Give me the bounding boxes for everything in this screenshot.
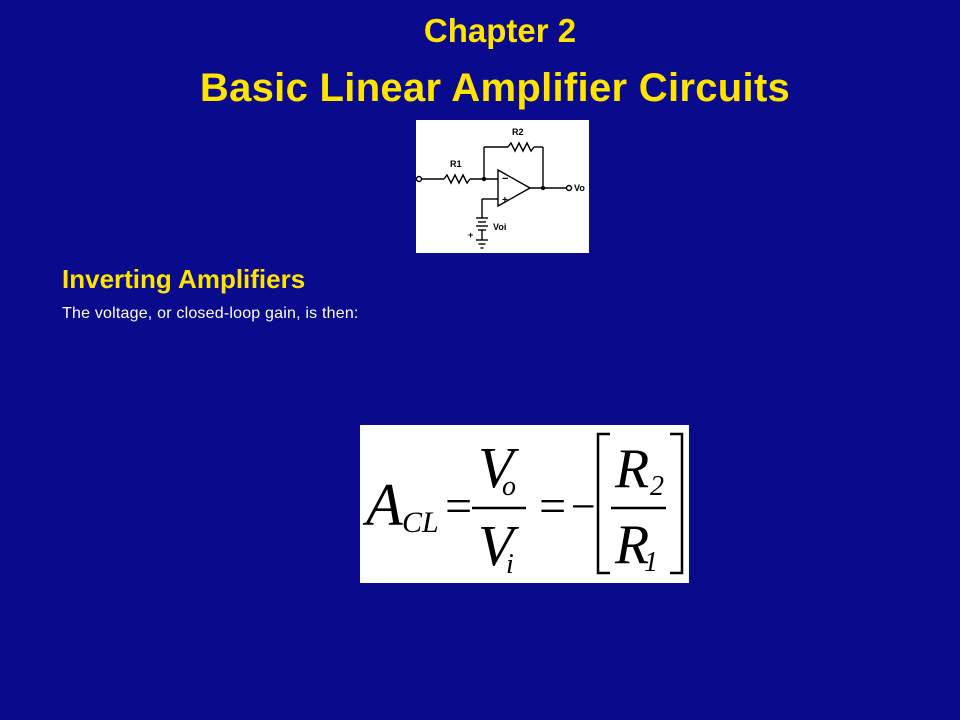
- formula-svg: A CL = V o V i = − R 2 R 1: [362, 432, 684, 580]
- vo-label: Vo: [574, 183, 585, 193]
- r2-resistor: [507, 141, 535, 153]
- formula-v-denominator: V: [478, 513, 520, 578]
- formula-equals-2: =: [536, 480, 568, 533]
- r1-label: R1: [450, 159, 462, 169]
- output-terminal: [565, 184, 573, 192]
- circuit-svg: R2 R1 − + Vo Voi +: [416, 127, 585, 249]
- junction-dot: [540, 185, 546, 191]
- formula-v-denominator-subscript: i: [506, 549, 514, 580]
- formula-minus: −: [568, 482, 598, 531]
- op-amp-plus-sign: +: [502, 195, 508, 206]
- formula-a: A: [362, 472, 403, 538]
- formula-a-subscript: CL: [402, 506, 439, 539]
- battery-plus-label: +: [468, 230, 473, 240]
- input-terminal: [416, 175, 423, 183]
- op-amp-minus-sign: −: [502, 173, 508, 185]
- chapter-heading: Chapter 2: [423, 12, 577, 49]
- voi-label: Voi: [493, 222, 506, 232]
- formula-left-bracket: [596, 432, 610, 575]
- op-amp-triangle: [497, 168, 532, 208]
- section-title: Inverting Amplifiers: [62, 264, 306, 294]
- inverting-amplifier-circuit-diagram: R2 R1 − + Vo Voi +: [416, 120, 589, 253]
- junction-dot: [481, 176, 487, 182]
- formula-v-numerator: V: [478, 435, 520, 500]
- r2-label: R2: [512, 127, 524, 137]
- formula-right-bracket: [670, 432, 684, 575]
- formula-r-numerator: R: [614, 438, 649, 500]
- formula-r-denominator-subscript: 1: [644, 547, 658, 578]
- slide-title: Basic Linear Amplifier Circuits: [199, 66, 791, 110]
- body-text: The voltage, or closed-loop gain, is the…: [62, 305, 359, 322]
- formula-v-numerator-subscript: o: [502, 471, 516, 502]
- r1-resistor: [443, 173, 471, 185]
- formula-r-numerator-subscript: 2: [650, 471, 664, 502]
- formula-equals-1: =: [442, 480, 474, 533]
- gain-formula: A CL = V o V i = − R 2 R 1: [360, 425, 689, 583]
- formula-r-denominator: R: [614, 514, 649, 576]
